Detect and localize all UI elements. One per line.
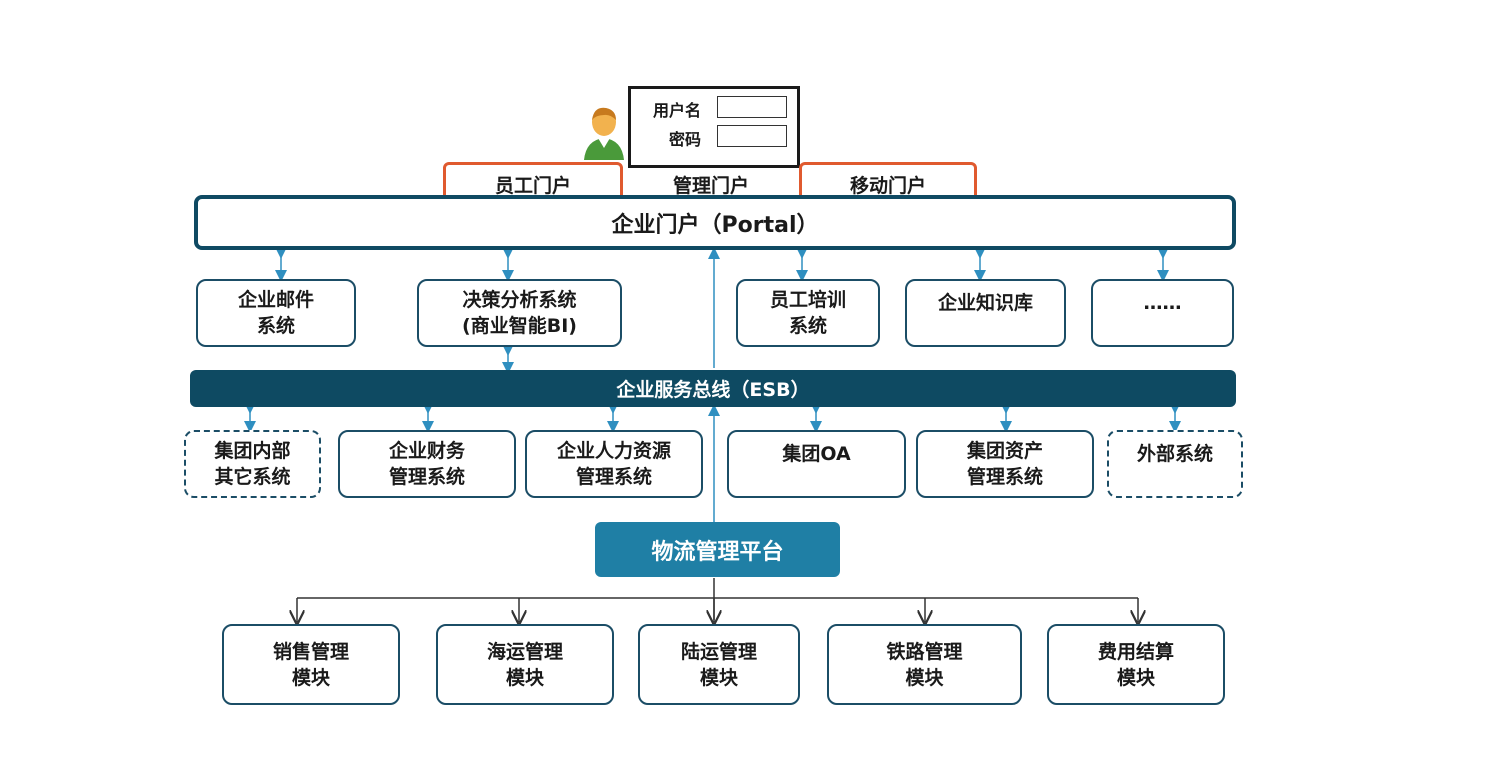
module-railway[interactable]: 铁路管理 模块 [827,624,1022,705]
system-knowledge-base[interactable]: 企业知识库 [905,279,1066,347]
module-sales-line1: 销售管理 [272,640,349,663]
module-railway-line2: 模块 [905,666,944,689]
system-employee-training-line2: 系统 [788,315,827,337]
system-group-internal[interactable]: 集团内部 其它系统 [184,430,321,498]
system-finance-line1: 企业财务 [388,440,465,462]
system-asset-line1: 集团资产 [966,440,1043,462]
module-fee-settlement[interactable]: 费用结算 模块 [1047,624,1225,705]
system-employee-training-line1: 员工培训 [769,289,846,311]
system-group-oa-label: 集团OA [782,443,851,465]
system-decision-bi[interactable]: 决策分析系统 (商业智能BI) [417,279,622,347]
system-decision-bi-line2: (商业智能BI) [462,315,577,337]
system-finance[interactable]: 企业财务 管理系统 [338,430,516,498]
module-fee-settlement-line2: 模块 [1116,666,1155,689]
system-asset-line2: 管理系统 [966,466,1043,488]
module-sales[interactable]: 销售管理 模块 [222,624,400,705]
system-hr[interactable]: 企业人力资源 管理系统 [525,430,703,498]
system-more[interactable]: …… [1091,279,1234,347]
system-more-label: …… [1143,292,1182,314]
module-sea-freight-line2: 模块 [505,666,544,689]
module-land-freight[interactable]: 陆运管理 模块 [638,624,800,705]
system-enterprise-mail[interactable]: 企业邮件 系统 [196,279,356,347]
module-railway-line1: 铁路管理 [886,640,963,663]
system-asset[interactable]: 集团资产 管理系统 [916,430,1094,498]
system-hr-line2: 管理系统 [575,466,652,488]
module-sales-line2: 模块 [291,666,330,689]
username-input[interactable] [717,96,787,118]
password-input[interactable] [717,125,787,147]
tab-management-portal[interactable]: 管理门户 [672,175,749,197]
system-decision-bi-line1: 决策分析系统 [462,289,577,311]
module-sea-freight[interactable]: 海运管理 模块 [436,624,614,705]
module-fee-settlement-line1: 费用结算 [1097,640,1174,663]
system-external-label: 外部系统 [1136,443,1213,465]
password-label: 密码 [668,130,701,149]
system-hr-line1: 企业人力资源 [556,440,671,462]
logistics-platform-title: 物流管理平台 [595,522,840,577]
system-employee-training[interactable]: 员工培训 系统 [736,279,880,347]
system-enterprise-mail-line2: 系统 [256,315,295,337]
module-sea-freight-line1: 海运管理 [486,640,563,663]
user-avatar-icon [584,107,624,160]
system-group-internal-line2: 其它系统 [214,466,291,488]
system-finance-line2: 管理系统 [388,466,465,488]
module-land-freight-line1: 陆运管理 [680,640,757,663]
system-knowledge-base-label: 企业知识库 [937,292,1033,314]
system-group-internal-line1: 集团内部 [214,440,291,462]
system-group-oa[interactable]: 集团OA [727,430,906,498]
system-external[interactable]: 外部系统 [1107,430,1243,498]
module-land-freight-line2: 模块 [699,666,738,689]
system-enterprise-mail-line1: 企业邮件 [237,289,314,311]
esb-bar: 企业服务总线（ESB） [190,370,1236,407]
login-form: 用户名 密码 [628,86,800,168]
username-label: 用户名 [652,101,701,120]
enterprise-portal-bar: 企业门户（Portal） [194,195,1236,250]
